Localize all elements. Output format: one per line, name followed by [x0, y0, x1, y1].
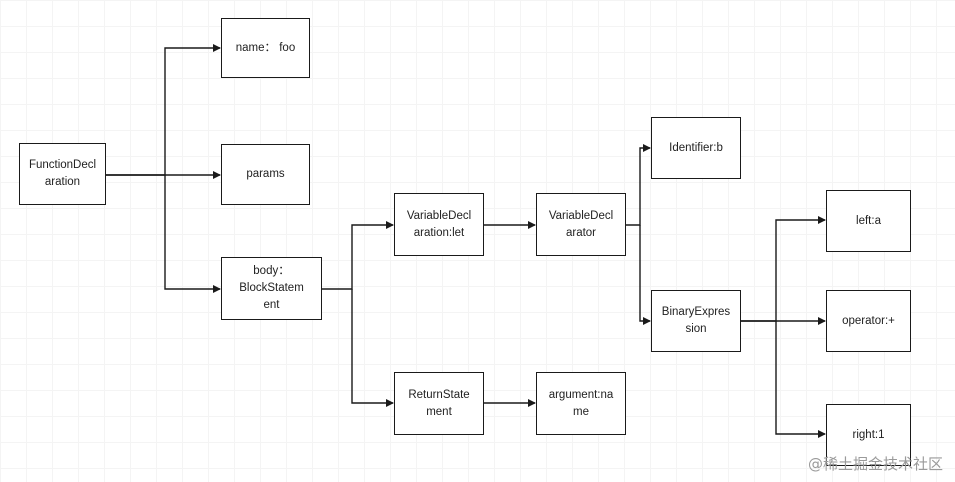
edge-body-to-return-statement [351, 289, 394, 407]
node-return-statement: ReturnState ment [394, 372, 484, 435]
edge-function-to-name [106, 44, 221, 176]
node-binary-expression: BinaryExpres sion [651, 290, 741, 352]
edge-body-to-variable-declaration [322, 221, 394, 290]
watermark: @稀土掘金技术社区 [807, 455, 943, 473]
node-argument: argument:na me [536, 372, 626, 435]
node-params: params [221, 144, 310, 205]
edge-declarator-to-identifier [626, 144, 651, 226]
edge-declarator-to-binary-expression [639, 225, 651, 325]
node-name: name： foo [221, 18, 310, 78]
edge-binary-to-right [775, 321, 826, 438]
node-variable-declarator: VariableDecl arator [536, 193, 626, 256]
node-left: left:a [826, 190, 911, 252]
edge-function-to-body [164, 175, 221, 293]
edge-binary-to-left [741, 216, 826, 322]
node-body: body： BlockStatem ent [221, 257, 322, 320]
node-right: right:1 [826, 404, 911, 466]
node-variable-declaration: VariableDecl aration:let [394, 193, 484, 256]
node-identifier: Identifier:b [651, 117, 741, 179]
node-operator: operator:+ [826, 290, 911, 352]
node-function-declaration: FunctionDecl aration [19, 143, 106, 205]
